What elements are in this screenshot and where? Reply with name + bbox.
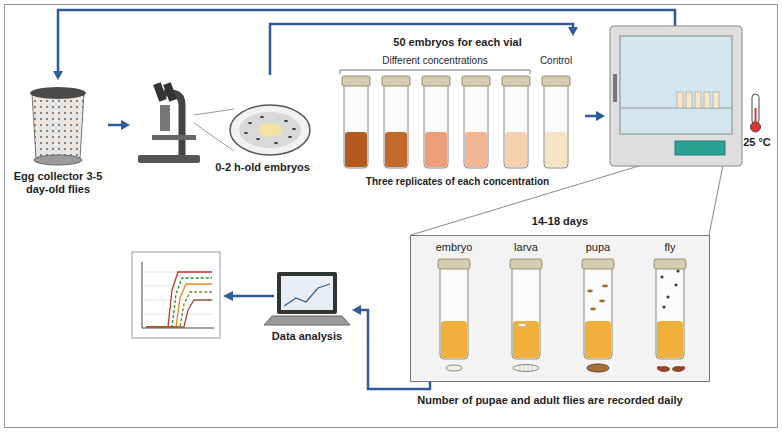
incubator: 25 °C xyxy=(605,26,775,176)
arrow-head xyxy=(568,27,578,36)
node-label: 14-18 days xyxy=(410,215,710,228)
text-holder: 14-18 days xyxy=(410,215,710,228)
flow-arrow xyxy=(585,111,605,121)
node-label: larva xyxy=(496,241,556,254)
illustration xyxy=(496,241,556,377)
node-label: Egg collector 3-5 day-old flies xyxy=(8,170,108,196)
flow-arrow xyxy=(270,24,578,75)
node-label: pupa xyxy=(568,241,628,254)
stage-vial: embryo xyxy=(424,241,484,377)
illustration xyxy=(605,26,775,176)
laptop: Data analysis xyxy=(262,268,352,350)
stage-vial: larva xyxy=(496,241,556,377)
node-label: Data analysis xyxy=(262,330,352,343)
stage-vial: pupa xyxy=(568,241,628,377)
illustration xyxy=(640,241,700,377)
vial-set: 50 embryos for each vialDifferent concen… xyxy=(330,36,585,196)
development-panel: 14-18 days embryo larva pupafly xyxy=(410,215,710,382)
node-label: embryo xyxy=(424,241,484,254)
chart-arrow xyxy=(223,291,274,301)
text-holder: embryo xyxy=(424,241,484,254)
node-label: fly xyxy=(640,241,700,254)
microscope-dish: 0-2 h-old embryos xyxy=(130,75,315,185)
text-holder: 0-2 h-old embryos xyxy=(210,161,315,174)
connector-line xyxy=(58,10,675,73)
text-holder: fly xyxy=(640,241,700,254)
flow-arrow xyxy=(108,120,130,130)
node-label: Different concentrations xyxy=(340,55,530,67)
node-label: Control xyxy=(528,55,584,67)
text-holder: Egg collector 3-5 day-old flies xyxy=(8,170,108,196)
text-holder: larva xyxy=(496,241,556,254)
text-holder: 25 °C xyxy=(739,136,775,149)
arrow-head xyxy=(53,71,63,80)
text-holder: pupa xyxy=(568,241,628,254)
text-holder: Different concentrations xyxy=(340,55,530,67)
result-chart xyxy=(132,252,220,338)
node-label: 50 embryos for each vial xyxy=(330,36,585,49)
zoom-lines xyxy=(411,155,725,235)
text-holder: Data analysis xyxy=(262,330,352,343)
text-holder: Three replicates of each concentration xyxy=(330,176,585,188)
illustration xyxy=(568,241,628,377)
edge-label: Number of pupae and adult flies are reco… xyxy=(392,394,708,407)
arrow-head xyxy=(352,305,361,315)
arrow-head xyxy=(596,111,605,121)
text-holder: 50 embryos for each vial xyxy=(330,36,585,49)
node-label: 25 °C xyxy=(739,136,775,149)
node-label: 0-2 h-old embryos xyxy=(210,161,315,174)
connector-line xyxy=(270,24,573,75)
arrow-head xyxy=(121,120,130,130)
egg-collector: Egg collector 3-5 day-old flies xyxy=(8,80,108,205)
text-holder: Control xyxy=(528,55,584,67)
stage-vial: fly xyxy=(640,241,700,377)
illustration xyxy=(424,241,484,377)
flow-arrow xyxy=(53,10,675,80)
node-label: Three replicates of each concentration xyxy=(330,176,585,188)
connector-line xyxy=(108,124,123,127)
